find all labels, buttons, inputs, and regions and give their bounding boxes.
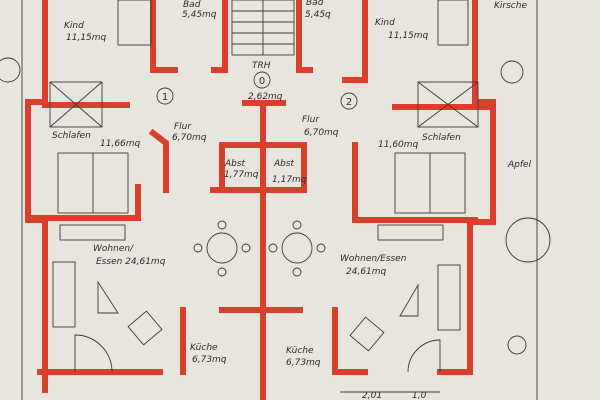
staircase [231, 0, 295, 56]
dining-tables [193, 220, 326, 277]
trees [0, 57, 551, 355]
room-area: 5,45mq [182, 10, 217, 20]
room-area: 6,73mq [192, 355, 227, 365]
room-area: 1,17mq [272, 175, 307, 185]
tree-icon [0, 57, 21, 83]
tree-label: Kirsche [494, 1, 527, 11]
room-area: 2,62mq [248, 92, 283, 102]
room-area: 11,15mq [388, 31, 429, 41]
room-area: 11,60mq [378, 140, 419, 150]
room-area: 6,73mq [286, 358, 321, 368]
unit-number-1: 1 [162, 92, 168, 103]
room-area: 1,77mq [224, 170, 259, 180]
room-name: Flur [302, 115, 320, 125]
beds [57, 0, 469, 214]
room-area: 11,66mq [100, 139, 141, 149]
room-name: TRH [252, 61, 271, 71]
room-name: Wohnen/ [93, 244, 134, 254]
sofas [52, 261, 461, 352]
tree-label: Apfel [507, 160, 532, 170]
room-name: Bad [183, 0, 201, 10]
room-name: Schlafen [422, 133, 461, 143]
room-name: Flur [174, 122, 192, 132]
unit-marker-2 [340, 92, 358, 110]
room-name: Schlafen [52, 131, 91, 141]
walls [25, 0, 496, 400]
doors [74, 334, 441, 373]
room-name: Kind [64, 21, 84, 31]
room-name: Abst [273, 159, 295, 169]
room-name: Abst [224, 159, 246, 169]
room-area: 6,70mq [172, 133, 207, 143]
room-area: Essen 24,61mq [96, 257, 166, 267]
unit-number-2: 2 [346, 97, 352, 108]
dimension-label: 2,01 [362, 391, 382, 400]
room-name: Küche [190, 343, 218, 353]
room-area: 24,61mq [346, 267, 387, 277]
room-name: Kind [375, 18, 395, 28]
unit-marker-1 [156, 87, 174, 105]
room-area: 6,70mq [304, 128, 339, 138]
shrub-icon [507, 335, 527, 355]
room-name: Küche [286, 346, 314, 356]
wardrobes [49, 81, 479, 241]
room-area: 11,15mq [66, 33, 107, 43]
unit-marker-0 [253, 71, 271, 89]
room-name: Bad [306, 0, 324, 8]
room-area: 5,45q [305, 10, 331, 20]
tree-icon [500, 60, 524, 84]
tree-icon [505, 217, 551, 263]
room-name: Wohnen/Essen [340, 254, 407, 264]
unit-number-0: 0 [259, 76, 265, 87]
dimension-label: 1,0 [412, 391, 427, 400]
